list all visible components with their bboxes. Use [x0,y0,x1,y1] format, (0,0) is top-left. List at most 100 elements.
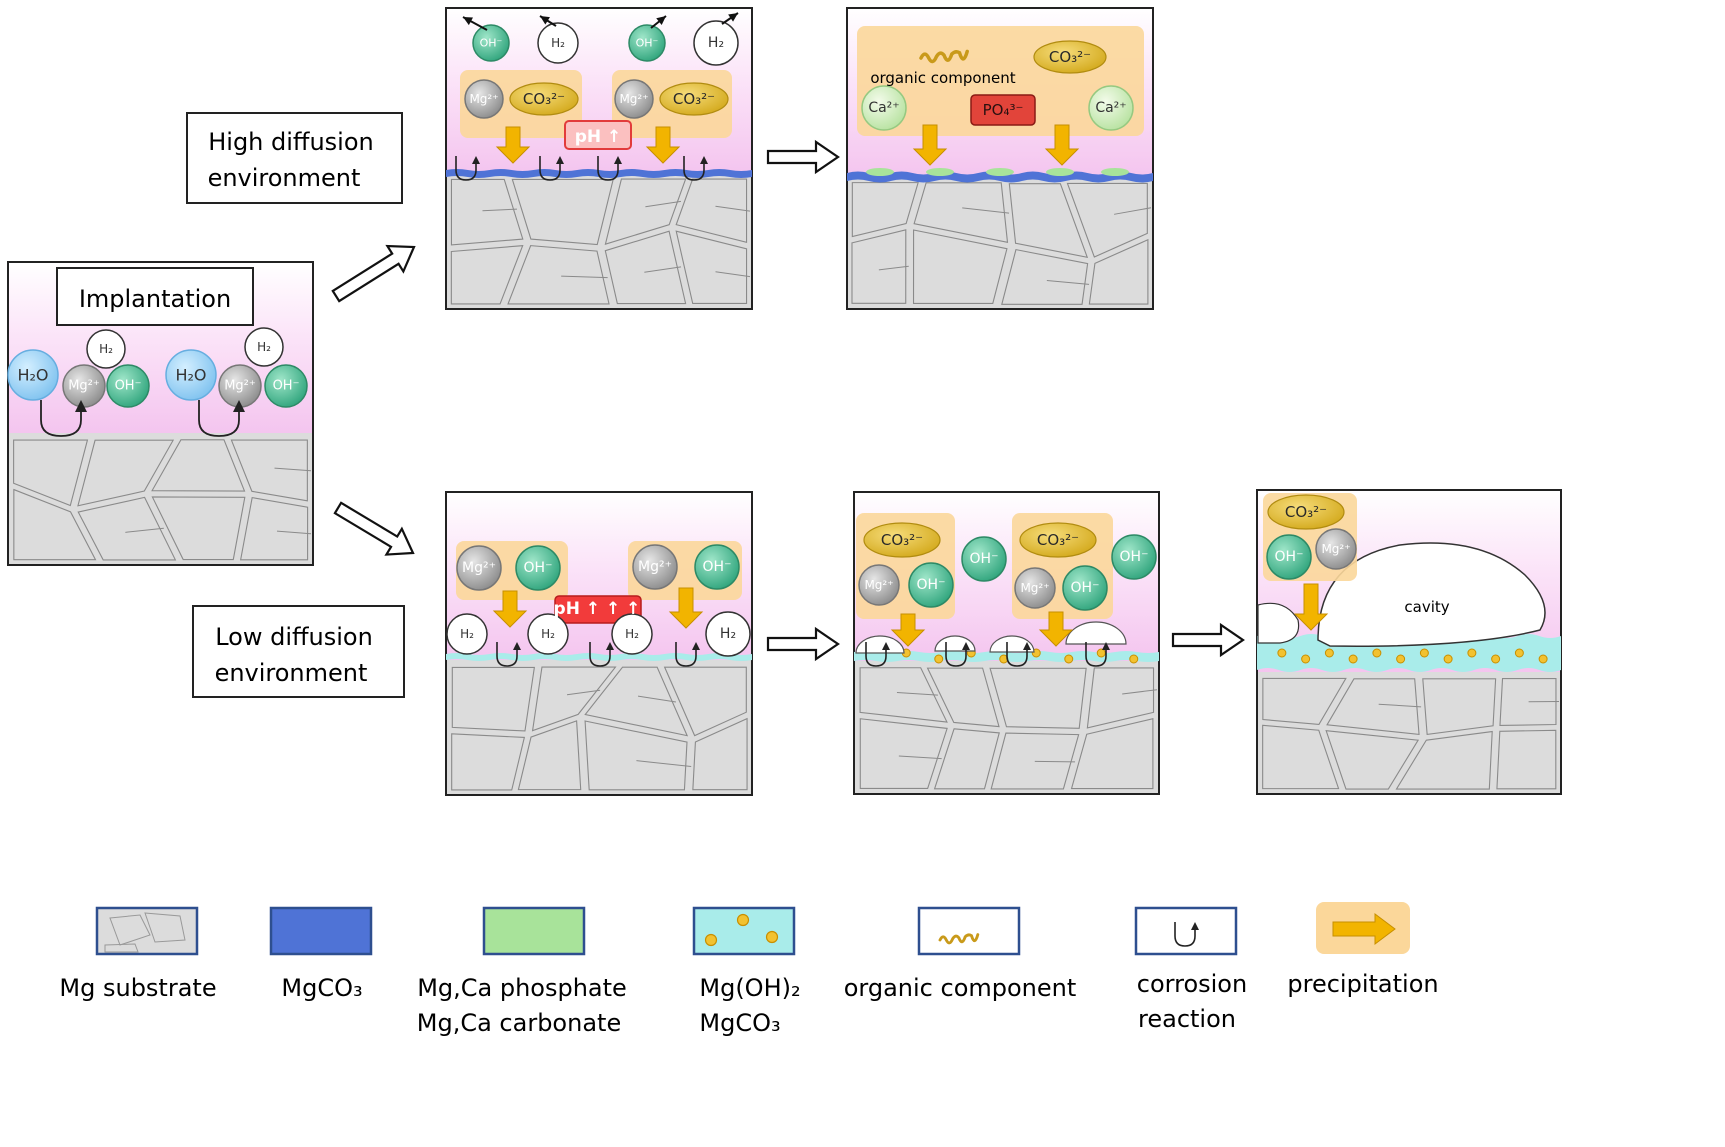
low-diffusion-label-line1: Low diffusion [215,623,373,651]
low2-oh-1-label: OH⁻ [917,577,946,593]
implant-corrosion-1-head [75,400,87,412]
implant-mg-1-label: Mg²⁺ [68,379,100,394]
low2-mg-2-label: Mg²⁺ [1020,581,1049,595]
low2-mg-1-circle [858,564,900,606]
grain-boundary [715,205,751,212]
grain-boundary [990,732,1080,790]
implantation-label: Implantation [79,285,231,313]
grain-boundary [517,720,582,791]
low1-mg-1-circle [456,545,502,591]
high2-co3-1-label: CO₃²⁻ [1049,48,1091,66]
low2-corrosion-4-head [1102,642,1110,650]
phosphate-patch [866,168,894,176]
mgco3-layer [847,171,1153,183]
grain-boundary [692,717,748,791]
high1-h2-1-circle [537,22,579,64]
legend-phosphate-label-line1: Mg,Ca phosphate [417,974,627,1002]
high1-precip-arrow-2 [645,126,681,164]
grain-boundary [878,265,909,271]
low1-precip-arrow-1 [492,590,528,628]
legend-mgoh2-particle [765,930,779,944]
implant-h2-1-circle [86,329,126,369]
grain-boundary [1086,667,1155,729]
phosphate-patch [986,168,1014,176]
grain-boundary [933,728,1000,790]
implant-h2-1-label: H₂ [99,342,113,356]
grain-boundary [507,245,610,305]
grain-boundary [1499,678,1557,727]
high1-oh-1-label: OH⁻ [480,37,503,50]
grain-boundary [637,695,677,703]
legend-organic-label: organic component [844,974,1077,1002]
low2-oh-4-circle [1111,534,1157,580]
grain-boundary [1262,677,1347,726]
high1-corrosion-2-head [556,156,564,164]
legend-substrate-grains [104,912,186,953]
grain-boundary [125,527,164,533]
grain-boundary [1262,724,1340,790]
low3-co3-1-ellipse [1267,494,1345,530]
grain-boundary [898,755,942,760]
high1-h2-1-label: H₂ [551,36,565,50]
legend-mg-substrate-label: Mg substrate [59,974,216,1002]
grain-boundary [13,439,89,507]
legend-organic-squiggle [938,933,980,945]
low2-corrosion-3-head [1023,642,1031,650]
grain-boundary [276,530,312,535]
grain-boundary [77,496,177,561]
low1-h2-1-circle [446,613,488,655]
high1-corrosion-1-head [472,156,480,164]
high1-escape-2-head [540,16,550,25]
grain-boundary [104,943,139,953]
grain-boundary [645,200,682,208]
high1-escape-4-head [728,13,738,22]
high1-mg-1-label: Mg²⁺ [469,92,498,106]
legend-mgco3-label: MgCO₃ [281,974,362,1002]
grain-boundary [912,229,1008,304]
panel-border [445,7,753,310]
low-diffusion-label-box [192,605,405,698]
high1-precip-arrow-1 [495,126,531,164]
low3-oh-1-label: OH⁻ [1275,549,1304,565]
high-diffusion-label-line2: environment [208,164,361,192]
low1-h2-4-circle [705,611,751,657]
low2-corrosion-4 [1085,642,1107,667]
implant-oh-2-label: OH⁻ [273,379,300,394]
mgoh2-particle [1301,654,1311,664]
legend-organic-swatch [917,906,1021,956]
mgoh2-particle [1064,654,1074,664]
grain-boundary [151,439,246,492]
implant-h2o-1-label: H₂O [17,366,48,385]
substrate-grains [851,182,1152,305]
scene-layer [7,7,1562,956]
high1-oh-2-circle [628,24,666,62]
high1-escape-3-head [656,16,666,26]
substrate-grains [1262,677,1560,790]
low1-oh-1-label: OH⁻ [524,560,553,576]
high1-escape-1-head [463,17,473,26]
ph-increase-box [564,120,632,150]
legend-precipitation-arrow [1332,913,1396,945]
legend-corrosion-label-line2: reaction [1138,1005,1236,1033]
high2-precip-arrow-2 [1044,124,1080,166]
grain-boundary [1378,703,1422,708]
low2-corrosion-2-head [962,642,970,650]
substrate-grains [13,439,312,561]
grain-boundary [851,229,907,304]
legend-corrosion-label-line1: corrosion [1137,970,1247,998]
grain-boundary [1008,183,1089,258]
mgoh2-particle [1277,648,1287,658]
flow-arrow-low-step2 [1171,622,1245,658]
grain-boundary [1046,279,1090,285]
grain-boundary [644,266,682,273]
legend-phosphate-label-line2: Mg,Ca carbonate [417,1009,621,1037]
low3-mg-1-label: Mg²⁺ [1321,542,1350,556]
implant-h2o-1-circle [7,349,59,401]
low1-oh-2-label: OH⁻ [703,559,732,575]
low2-precip-arrow-2 [1038,611,1074,647]
ph-strong-increase-label: pH ↑ ↑ ↑ [554,599,641,619]
high1-corrosion-2 [539,156,561,181]
grain-boundary [239,496,309,561]
ph-increase-label: pH ↑ [575,127,622,147]
hydrogen-bubble [855,635,905,654]
